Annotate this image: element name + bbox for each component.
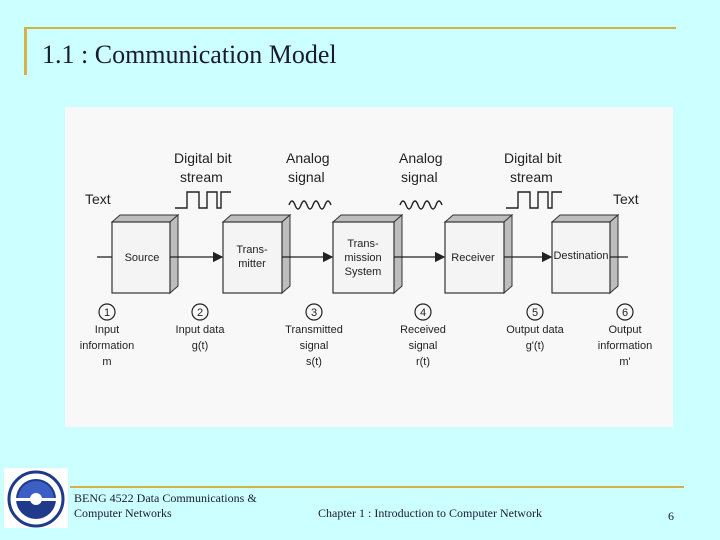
point-number-5: 5 xyxy=(532,307,538,319)
point-caption-3-line-1: Transmitted xyxy=(285,324,343,336)
point-caption-6-line-1: Output xyxy=(608,324,641,336)
point-circle-4 xyxy=(414,303,432,321)
analog-left-label-1: Analog xyxy=(286,150,330,166)
digital-right-label-2: stream xyxy=(510,169,553,185)
footer-rule xyxy=(70,486,684,488)
digital-waveform-left xyxy=(175,191,231,209)
point-number-1: 1 xyxy=(104,307,110,319)
point-caption-4-line-2: signal xyxy=(409,340,438,352)
point-number-3: 3 xyxy=(311,307,317,319)
point-caption-4-line-3: r(t) xyxy=(416,356,430,368)
point-caption-2-line-1: Input data xyxy=(176,324,226,336)
block-label-transmitter-2: mitter xyxy=(238,258,266,270)
text-left-label: Text xyxy=(85,191,111,207)
block-label-receiver: Receiver xyxy=(451,252,495,264)
point-caption-5-line-2: g'(t) xyxy=(526,340,545,352)
footer-course-name: BENG 4522 Data Communications & Computer… xyxy=(74,491,274,521)
university-logo xyxy=(4,468,68,528)
footer-course-line-1: BENG 4522 Data Communications & xyxy=(74,491,257,505)
title-rule-top xyxy=(24,27,676,29)
point-number-4: 4 xyxy=(420,307,426,319)
point-circle-6 xyxy=(616,303,634,321)
point-caption-3-line-3: s(t) xyxy=(306,356,322,368)
point-number-6: 6 xyxy=(622,307,628,319)
analog-left-label-2: signal xyxy=(288,169,325,185)
text-right-label: Text xyxy=(613,191,639,207)
point-caption-4-line-1: Received xyxy=(400,324,446,336)
diagram-svg: Text Digital bit stream Analog signal An… xyxy=(80,150,652,368)
point-caption-5-line-1: Output data xyxy=(506,324,564,336)
analog-waveform-left xyxy=(288,200,332,210)
block-label-destination: Destination xyxy=(553,250,608,262)
point-caption-1-line-2: information xyxy=(80,340,134,352)
footer-course-line-2: Computer Networks xyxy=(74,506,172,520)
point-circle-3 xyxy=(305,303,323,321)
digital-left-label-1: Digital bit xyxy=(174,150,232,166)
footer-chapter: Chapter 1 : Introduction to Computer Net… xyxy=(318,506,542,520)
analog-waveform-right xyxy=(399,200,443,210)
point-caption-6-line-3: m' xyxy=(619,356,630,368)
block-transmitter xyxy=(222,221,283,294)
page-number: 6 xyxy=(668,509,674,523)
point-circle-5 xyxy=(526,303,544,321)
analog-right-label-1: Analog xyxy=(399,150,443,166)
block-label-source: Source xyxy=(125,252,160,264)
block-label-transmission-1: Trans- xyxy=(347,238,379,250)
communication-model-diagram: Text Digital bit stream Analog signal An… xyxy=(65,107,673,427)
slide-title: 1.1 : Communication Model xyxy=(42,40,337,69)
title-rule-left xyxy=(24,27,27,75)
point-circle-1 xyxy=(98,303,116,321)
digital-right-label-1: Digital bit xyxy=(504,150,562,166)
point-caption-2-line-2: g(t) xyxy=(192,340,209,352)
point-caption-1-line-1: Input xyxy=(95,324,119,336)
block-label-transmitter-1: Trans- xyxy=(236,244,268,256)
block-label-transmission-2: mission xyxy=(344,252,381,264)
digital-left-label-2: stream xyxy=(180,169,223,185)
point-number-2: 2 xyxy=(197,307,203,319)
point-caption-6-line-2: information xyxy=(598,340,652,352)
point-circle-2 xyxy=(191,303,209,321)
point-caption-3-line-2: signal xyxy=(300,340,329,352)
digital-waveform-right xyxy=(506,191,562,209)
analog-right-label-2: signal xyxy=(401,169,438,185)
point-caption-1-line-3: m xyxy=(102,356,111,368)
block-receiver xyxy=(444,221,505,294)
block-label-transmission-3: System xyxy=(345,266,382,278)
